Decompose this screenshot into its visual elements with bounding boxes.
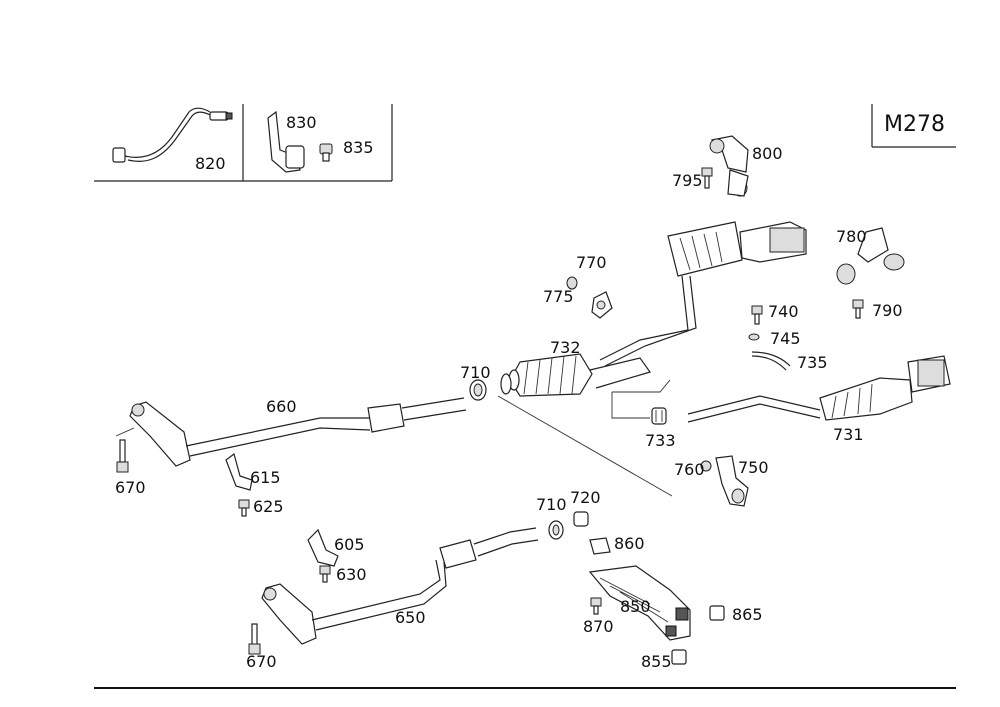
label-870: 870 bbox=[583, 617, 614, 636]
bolt-630 bbox=[319, 565, 331, 583]
clamp-710-upper bbox=[469, 379, 487, 401]
label-733: 733 bbox=[645, 431, 676, 450]
rear-muffler-left bbox=[599, 221, 807, 367]
oxygen-sensor-820 bbox=[112, 107, 233, 163]
label-670-upper: 670 bbox=[115, 478, 146, 497]
rear-pipe-731 bbox=[687, 355, 951, 423]
bracket-735 bbox=[751, 351, 791, 371]
title-box: M278 bbox=[871, 104, 956, 148]
bolt-835 bbox=[319, 143, 333, 162]
label-855: 855 bbox=[641, 652, 672, 671]
bolt-740 bbox=[751, 305, 763, 325]
label-830: 830 bbox=[286, 113, 317, 132]
label-835: 835 bbox=[343, 138, 374, 157]
front-pipe-650 bbox=[261, 527, 539, 645]
label-630: 630 bbox=[336, 565, 367, 584]
label-745: 745 bbox=[770, 329, 801, 348]
label-650: 650 bbox=[395, 608, 426, 627]
bolt-790 bbox=[852, 299, 864, 319]
hanger-800 bbox=[709, 135, 749, 197]
bracket-615 bbox=[225, 452, 253, 491]
clamp-733 bbox=[651, 407, 667, 425]
nut-775 bbox=[566, 276, 578, 290]
clip-855 bbox=[671, 649, 687, 665]
washer-745 bbox=[748, 333, 760, 341]
engine-code-title: M278 bbox=[884, 112, 945, 137]
label-710-lower: 710 bbox=[536, 495, 567, 514]
label-790: 790 bbox=[872, 301, 903, 320]
label-660: 660 bbox=[266, 397, 297, 416]
rubber-mount-770 bbox=[591, 291, 613, 319]
front-pipe-660 bbox=[129, 397, 467, 467]
label-605: 605 bbox=[334, 535, 365, 554]
label-850: 850 bbox=[620, 597, 651, 616]
bolt-670-lower bbox=[248, 623, 261, 655]
label-820: 820 bbox=[195, 154, 226, 173]
label-615: 615 bbox=[250, 468, 281, 487]
bolt-670-upper bbox=[115, 427, 135, 473]
label-740: 740 bbox=[768, 302, 799, 321]
label-710-upper: 710 bbox=[460, 363, 491, 382]
clamp-720 bbox=[573, 511, 589, 527]
hanger-750 bbox=[715, 455, 749, 507]
label-800: 800 bbox=[752, 144, 783, 163]
part-labels: 820 830 835 800 795 780 790 770 775 740 … bbox=[115, 113, 903, 671]
bolt-625 bbox=[238, 499, 250, 517]
bracket-605 bbox=[307, 528, 339, 567]
clamp-710-lower bbox=[548, 520, 564, 540]
label-750: 750 bbox=[738, 458, 769, 477]
sensor-bracket-830 bbox=[267, 110, 305, 173]
bolt-795 bbox=[701, 167, 713, 189]
hanger-780 bbox=[836, 227, 905, 285]
clip-865 bbox=[709, 605, 725, 621]
label-732: 732 bbox=[550, 338, 581, 357]
label-670-lower: 670 bbox=[246, 652, 277, 671]
label-735: 735 bbox=[797, 353, 828, 372]
label-720: 720 bbox=[570, 488, 601, 507]
center-muffler-732 bbox=[497, 353, 673, 497]
nut-760 bbox=[700, 460, 712, 472]
label-760: 760 bbox=[674, 460, 705, 479]
label-795: 795 bbox=[672, 171, 703, 190]
label-860: 860 bbox=[614, 534, 645, 553]
clip-860 bbox=[589, 537, 611, 555]
bolt-870 bbox=[590, 597, 602, 615]
label-625: 625 bbox=[253, 497, 284, 516]
label-770: 770 bbox=[576, 253, 607, 272]
heat-shield-850 bbox=[588, 565, 691, 641]
label-865: 865 bbox=[732, 605, 763, 624]
inset-frame bbox=[94, 104, 393, 182]
label-780: 780 bbox=[836, 227, 867, 246]
label-731: 731 bbox=[833, 425, 864, 444]
label-775: 775 bbox=[543, 287, 574, 306]
